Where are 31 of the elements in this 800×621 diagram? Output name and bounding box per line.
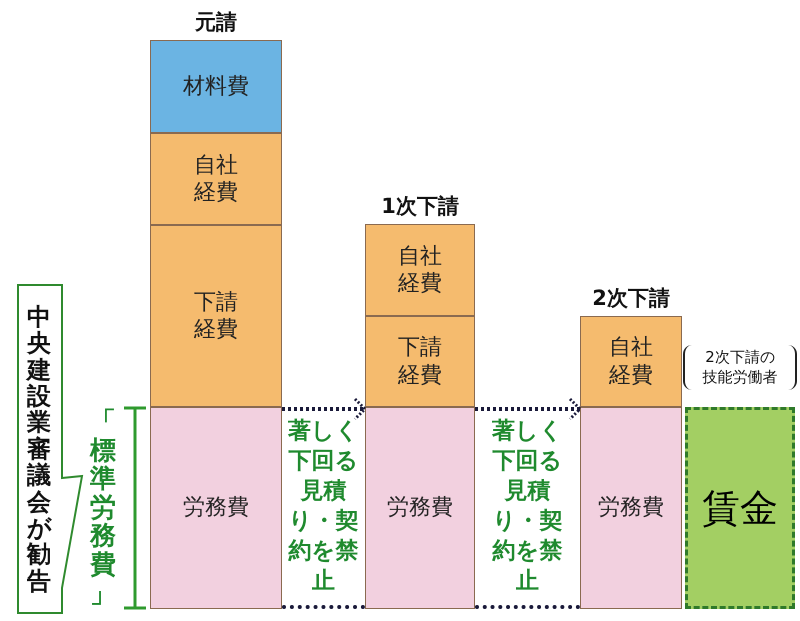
cost-block — [365, 316, 475, 407]
dotted-arrow — [475, 398, 582, 420]
column-heading: 元請 — [195, 9, 237, 36]
node-text: 自社経費 — [397, 242, 443, 298]
node-text: 賃金 — [702, 484, 778, 532]
node-text: 労務費 — [183, 494, 249, 522]
column-heading: 1次下請 — [381, 193, 459, 220]
cost-block — [150, 225, 282, 407]
cost-block — [365, 407, 475, 609]
wage-block — [685, 407, 795, 609]
cost-block — [150, 133, 282, 225]
cost-block — [580, 316, 682, 407]
speech-bubble — [16, 283, 84, 615]
node-text: 労務費 — [387, 494, 453, 522]
node-text: 労務費 — [598, 494, 664, 522]
cost-block — [580, 407, 682, 609]
prohibition-text: 著しく下回る見積り・契約を禁止 — [287, 417, 360, 596]
column-heading: 2次下請 — [592, 285, 670, 312]
cost-block — [150, 407, 282, 609]
node-text: 自社経費 — [608, 334, 654, 389]
node-text: 自社経費 — [193, 152, 239, 206]
node-text: 下請経費 — [193, 288, 239, 344]
dotted-arrow — [282, 398, 366, 420]
node-text: 材料費 — [183, 72, 249, 100]
cost-block — [150, 40, 282, 133]
cost-block — [365, 224, 475, 316]
worker-note: 2次下請の技能労働者 — [683, 345, 797, 390]
standard-labor-cost-text: 「標準労務費」 — [90, 408, 116, 608]
prohibition-text: 著しく下回る見積り・契約を禁止 — [490, 417, 564, 596]
callout-text: 中央建設業審議会が勧告 — [27, 304, 51, 594]
node-text: 下請経費 — [397, 334, 443, 389]
